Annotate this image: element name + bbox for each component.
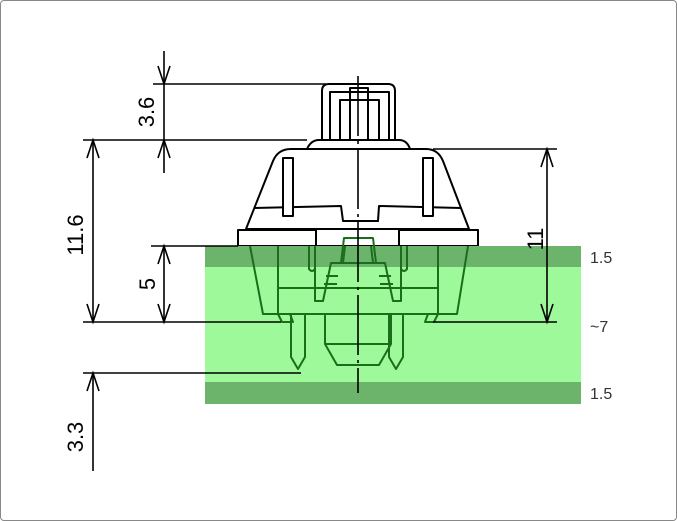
pcb-region [205, 246, 581, 404]
dimension-housing-height: 11 [523, 146, 554, 325]
extension-lines [83, 83, 557, 374]
pcb-bottom-layer [205, 382, 581, 404]
stem-height-label: 3.6 [134, 97, 159, 128]
dimension-below-plate: 5 [135, 243, 171, 325]
pin-length-label: 3.3 [63, 422, 88, 453]
dimension-total-height: 11.6 [63, 137, 100, 325]
total-height-label: 11.6 [63, 214, 88, 255]
housing-height-label: 11 [523, 228, 548, 251]
pcb-top-layer [205, 246, 581, 267]
pcb-bottom-layer-label: 1.5 [590, 386, 612, 403]
dimension-pin-length: 3.3 [63, 370, 100, 471]
below-plate-label: 5 [135, 278, 160, 290]
dimension-stem-height: 3.6 [134, 51, 171, 173]
pcb-top-layer-label: 1.5 [590, 250, 612, 267]
switch-pins [290, 314, 404, 370]
pcb-middle-label: ~7 [590, 319, 608, 336]
